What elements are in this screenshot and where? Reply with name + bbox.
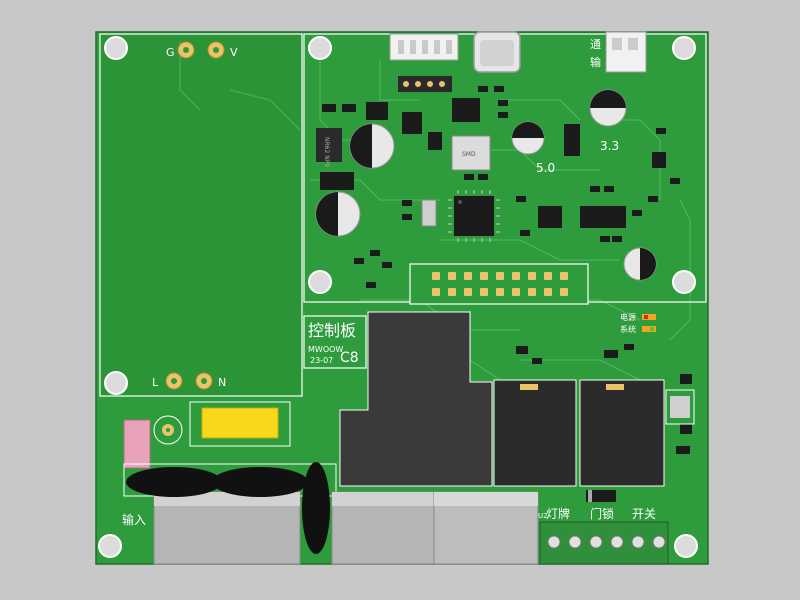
led-system-label: 系统 bbox=[620, 324, 636, 334]
pink-pad bbox=[123, 419, 151, 469]
board-label-box bbox=[303, 315, 367, 369]
mounting-holes bbox=[98, 36, 698, 558]
board-version: C8 bbox=[340, 350, 359, 366]
inductor bbox=[451, 135, 491, 171]
cable-1 bbox=[126, 467, 222, 497]
cable-3 bbox=[302, 462, 330, 554]
relay-2 bbox=[579, 379, 665, 487]
pin-header-large bbox=[409, 263, 589, 305]
u2-label: U2 bbox=[538, 512, 548, 520]
chip-rect-black bbox=[320, 172, 354, 190]
cap-medium-1 bbox=[511, 121, 545, 155]
terminal-screws bbox=[547, 535, 666, 549]
power-module-outline bbox=[99, 33, 303, 397]
connector-label-2: 输 bbox=[590, 55, 601, 69]
label-l: L bbox=[152, 376, 159, 389]
label-5v: 5.0 bbox=[536, 161, 555, 175]
chip-small-silver bbox=[421, 199, 437, 227]
board-brand: MWOOW bbox=[308, 345, 343, 354]
board-title: 控制板 bbox=[308, 321, 356, 340]
relay-1 bbox=[493, 379, 577, 487]
terminal-label-lock: 门锁 bbox=[590, 506, 614, 521]
board-date: 23-07 bbox=[310, 356, 333, 365]
chip-u2 bbox=[452, 98, 480, 122]
input-label: 输入 bbox=[122, 512, 146, 527]
pin-header-pads bbox=[432, 272, 568, 296]
led-power bbox=[642, 314, 656, 320]
chip-u4 bbox=[428, 132, 442, 150]
chip-u3 bbox=[402, 112, 422, 134]
chip-soic bbox=[580, 206, 626, 228]
chip-u1 bbox=[366, 102, 388, 120]
terminal-label-lamp: 灯牌 bbox=[546, 507, 570, 521]
connector-label-1: 通 bbox=[590, 38, 601, 51]
power-copper-pad bbox=[339, 311, 493, 487]
cap-large-2 bbox=[315, 191, 361, 237]
led-system bbox=[642, 326, 656, 332]
cap-large-1 bbox=[349, 123, 395, 169]
cap-medium-3 bbox=[623, 247, 657, 281]
chip-mid bbox=[538, 206, 562, 228]
terminal-label-switch: 开关 bbox=[632, 507, 656, 521]
label-g: G bbox=[166, 46, 175, 59]
green-terminal-block bbox=[539, 521, 669, 565]
led-power-label: 电源 bbox=[620, 312, 636, 322]
cap-medium-2 bbox=[589, 89, 627, 127]
chip-mark: NR62 NP9 bbox=[323, 137, 330, 167]
chip-u5 bbox=[564, 124, 580, 156]
label-33v: 3.3 bbox=[600, 139, 619, 153]
inductor-mark: SMD bbox=[462, 151, 476, 158]
chip-nr62 bbox=[316, 128, 342, 162]
smd-components bbox=[322, 86, 692, 454]
label-n: N bbox=[218, 376, 226, 389]
diode bbox=[586, 490, 616, 502]
label-v: V bbox=[230, 46, 238, 59]
pin-header-small bbox=[398, 76, 452, 92]
chip-u6 bbox=[652, 152, 666, 168]
yellow-capacitor bbox=[201, 407, 279, 439]
cable-2 bbox=[212, 467, 308, 497]
